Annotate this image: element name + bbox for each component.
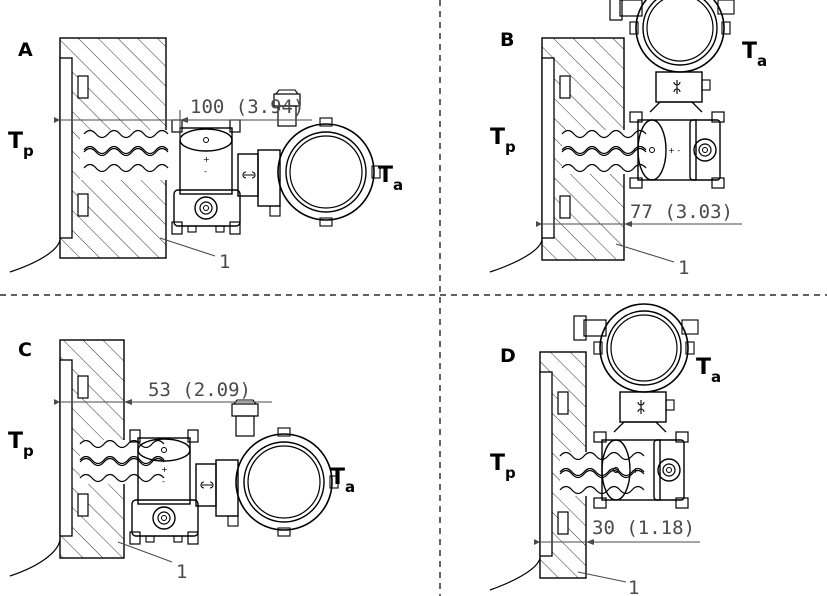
mounting-bracket xyxy=(77,493,89,517)
panel-c: C 53 (2.09) T p T a 1 xyxy=(8,339,355,583)
svg-text:T: T xyxy=(742,39,757,64)
panel-a: A 100 (3.94) T p T a 1 xyxy=(8,37,403,273)
panel-letter: B xyxy=(500,29,514,51)
ambient-temperature-label: T a xyxy=(696,355,721,386)
callout-number: 1 xyxy=(678,257,689,279)
svg-text:p: p xyxy=(23,442,34,460)
panel-d: D 30 (1.18) T p T a 1 xyxy=(489,303,721,596)
callout-leader xyxy=(577,571,627,583)
callout-leader xyxy=(615,243,675,263)
pipe-line xyxy=(9,239,61,273)
dimension-label: 100 (3.94) xyxy=(190,96,304,118)
ambient-temperature-label: T a xyxy=(742,39,767,70)
process-temperature-label: T p xyxy=(8,429,34,460)
svg-text:T: T xyxy=(8,429,23,454)
ambient-temperature-label: T a xyxy=(378,163,403,194)
svg-text:a: a xyxy=(711,368,721,386)
transmitter xyxy=(129,399,339,545)
mounting-plate xyxy=(59,359,73,537)
svg-text:T: T xyxy=(696,355,711,380)
callout-leader xyxy=(117,541,173,563)
mounting-bracket xyxy=(557,391,569,415)
panel-letter: A xyxy=(18,39,33,61)
callout-number: 1 xyxy=(628,577,639,596)
mounting-bracket xyxy=(559,75,571,99)
svg-text:p: p xyxy=(23,142,34,160)
panel-letter: D xyxy=(500,345,516,367)
mounting-plate xyxy=(541,57,555,239)
svg-text:T: T xyxy=(378,163,393,188)
mounting-bracket xyxy=(77,375,89,399)
svg-text:a: a xyxy=(345,478,355,496)
mounting-bracket xyxy=(557,511,569,535)
svg-text:T: T xyxy=(490,125,505,150)
mounting-plate xyxy=(539,371,553,557)
pipe-line xyxy=(489,557,541,591)
callout-leader xyxy=(159,237,216,257)
dimension-label: 77 (3.03) xyxy=(630,201,733,223)
svg-text:a: a xyxy=(393,176,403,194)
process-temperature-label: T p xyxy=(8,129,34,160)
ambient-temperature-label: T a xyxy=(330,465,355,496)
svg-text:T: T xyxy=(8,129,23,154)
bellows-zone xyxy=(560,452,598,496)
mounting-bracket xyxy=(77,193,89,217)
panel-letter: C xyxy=(18,339,32,361)
pipe-line xyxy=(489,239,543,273)
process-temperature-label: T p xyxy=(490,125,516,156)
svg-text:T: T xyxy=(330,465,345,490)
mounting-plate xyxy=(59,57,73,239)
svg-text:p: p xyxy=(505,138,516,156)
callout-number: 1 xyxy=(219,251,230,273)
dimension-label: 53 (2.09) xyxy=(148,379,251,401)
svg-text:a: a xyxy=(757,52,767,70)
process-temperature-label: T p xyxy=(490,451,516,482)
panel-b: B 77 (3.03) T p T a 1 xyxy=(489,0,767,279)
callout-number: 1 xyxy=(176,561,187,583)
pipe-line xyxy=(9,539,61,577)
mounting-bracket xyxy=(77,75,89,99)
dimension-label: 30 (1.18) xyxy=(592,517,695,539)
svg-text:T: T xyxy=(490,451,505,476)
svg-text:p: p xyxy=(505,464,516,482)
mounting-bracket xyxy=(559,195,571,219)
